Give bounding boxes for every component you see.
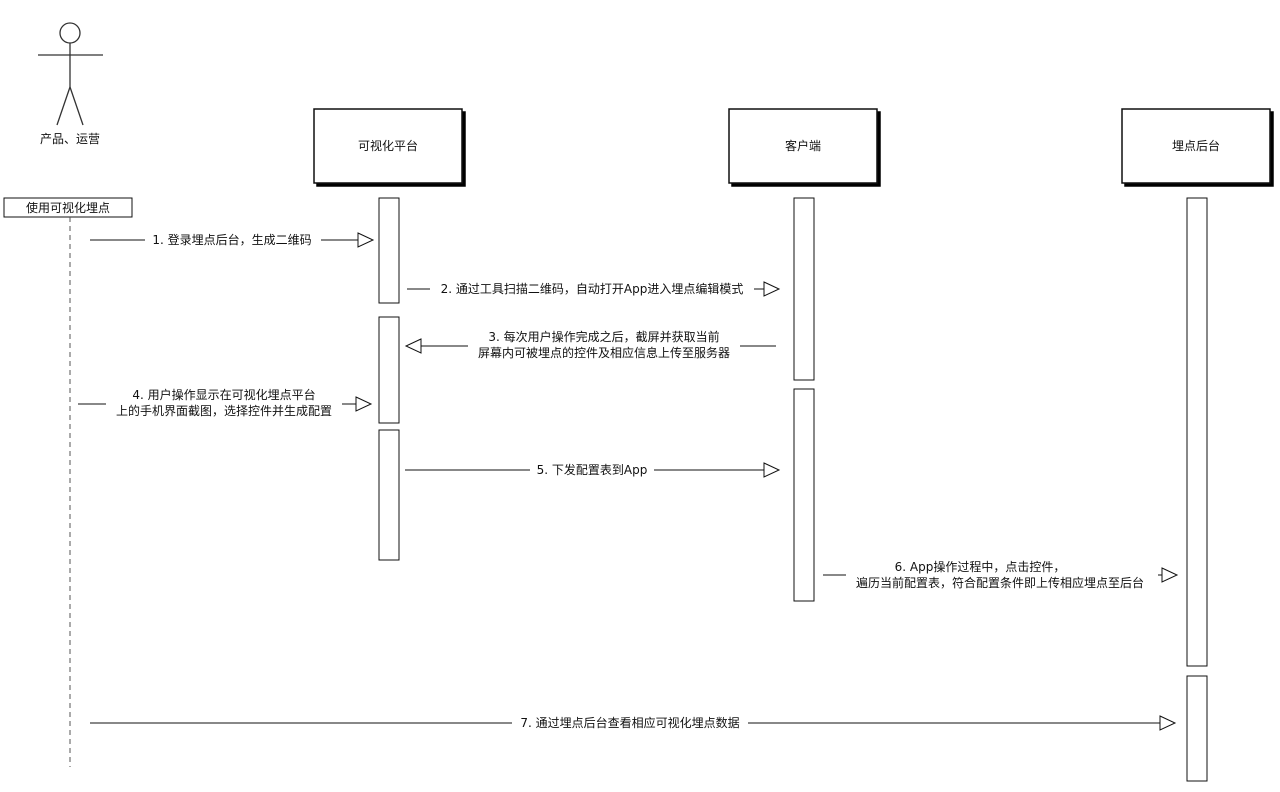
message-3: 3. 每次用户操作完成之后，截屏并获取当前 屏幕内可被埋点的控件及相应信息上传至… bbox=[404, 328, 776, 362]
message-7: 7. 通过埋点后台查看相应可视化埋点数据 bbox=[90, 714, 1177, 732]
message-6-label-line-2: 遍历当前配置表，符合配置条件即上传相应埋点至后台 bbox=[856, 575, 1144, 590]
participant-backend: 埋点后台 bbox=[1121, 108, 1271, 184]
message-3-label-bg bbox=[468, 328, 740, 362]
activation-backend-2 bbox=[1186, 675, 1208, 782]
message-3-label-line-1: 3. 每次用户操作完成之后，截屏并获取当前 bbox=[488, 329, 719, 344]
message-6-arrowhead bbox=[1161, 567, 1179, 583]
activation-platform-1 bbox=[378, 197, 400, 304]
message-2-label-bg bbox=[430, 280, 754, 298]
message-6: 6. App操作过程中，点击控件， 遍历当前配置表，符合配置条件即上传相应埋点至… bbox=[823, 558, 1179, 592]
message-4-label-bg bbox=[106, 386, 342, 420]
message-1-label-bg bbox=[145, 231, 321, 249]
actor-label: 产品、运营 bbox=[40, 132, 100, 146]
message-2-arrowhead bbox=[763, 281, 781, 297]
activation-client-2 bbox=[793, 388, 815, 602]
message-4-label-line-2: 上的手机界面截图，选择控件并生成配置 bbox=[116, 403, 332, 418]
participant-client-box bbox=[728, 108, 878, 184]
message-4: 4. 用户操作显示在可视化埋点平台 上的手机界面截图，选择控件并生成配置 bbox=[78, 386, 373, 420]
activation-platform-2 bbox=[378, 316, 400, 424]
message-1-label: 1. 登录埋点后台，生成二维码 bbox=[152, 232, 311, 247]
actor-left-leg bbox=[56, 86, 71, 126]
note-label: 使用可视化埋点 bbox=[26, 200, 110, 215]
message-5: 5. 下发配置表到App bbox=[405, 461, 781, 479]
message-1-arrowhead bbox=[357, 232, 375, 248]
message-6-label-line-1: 6. App操作过程中，点击控件， bbox=[895, 559, 1066, 574]
message-5-arrowhead bbox=[763, 462, 781, 478]
activation-backend-1 bbox=[1186, 197, 1208, 667]
message-5-label-bg bbox=[530, 461, 654, 479]
message-7-arrowhead bbox=[1159, 715, 1177, 731]
message-1: 1. 登录埋点后台，生成二维码 bbox=[90, 231, 375, 249]
message-7-label-bg bbox=[512, 714, 748, 732]
note-box bbox=[3, 197, 133, 218]
message-2-label: 2. 通过工具扫描二维码，自动打开App进入埋点编辑模式 bbox=[441, 281, 744, 296]
message-2: 2. 通过工具扫描二维码，自动打开App进入埋点编辑模式 bbox=[407, 280, 781, 298]
participant-client-label: 客户端 bbox=[785, 138, 821, 153]
activation-client-1 bbox=[793, 197, 815, 381]
participant-platform: 可视化平台 bbox=[313, 108, 463, 184]
participant-platform-label: 可视化平台 bbox=[358, 138, 418, 153]
message-6-label-bg bbox=[846, 558, 1158, 592]
participant-client: 客户端 bbox=[728, 108, 878, 184]
actor-right-leg bbox=[69, 86, 84, 126]
message-7-label: 7. 通过埋点后台查看相应可视化埋点数据 bbox=[520, 715, 739, 730]
actor-figure bbox=[38, 22, 103, 126]
message-4-label-line-1: 4. 用户操作显示在可视化埋点平台 bbox=[132, 387, 315, 402]
actor-head bbox=[59, 22, 81, 44]
message-4-arrowhead bbox=[355, 396, 373, 412]
activation-platform-3 bbox=[378, 429, 400, 561]
message-3-arrowhead bbox=[404, 338, 422, 354]
participant-backend-label: 埋点后台 bbox=[1172, 138, 1220, 153]
participant-backend-box bbox=[1121, 108, 1271, 184]
message-5-label: 5. 下发配置表到App bbox=[537, 462, 648, 477]
message-3-label-line-2: 屏幕内可被埋点的控件及相应信息上传至服务器 bbox=[478, 345, 730, 360]
participant-platform-box bbox=[313, 108, 463, 184]
